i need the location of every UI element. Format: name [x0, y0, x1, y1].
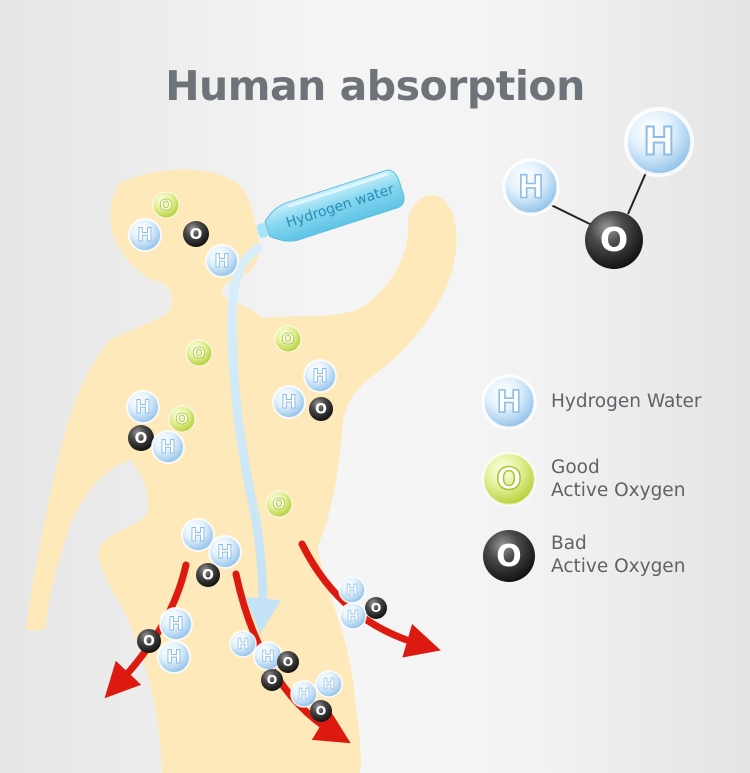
svg-text:H: H	[347, 607, 359, 625]
svg-text:H: H	[518, 169, 544, 205]
human-body-silhouette	[26, 169, 457, 773]
bad-oxygen-particle: O	[261, 669, 283, 691]
svg-text:H: H	[190, 525, 205, 546]
hydrogen-particle: H	[181, 518, 215, 552]
hydrogen-particle: H	[208, 535, 242, 569]
svg-text:H: H	[217, 542, 232, 563]
hydrogen-particle: H	[339, 602, 367, 630]
svg-text:H: H	[135, 397, 150, 418]
legend-good-oxygen-icon: O	[481, 451, 537, 507]
hydrogen-particle: H	[272, 385, 306, 419]
good-oxygen-particle: O	[265, 490, 293, 518]
svg-text:O: O	[282, 330, 295, 348]
bad-oxygen-particle: O	[183, 221, 209, 247]
svg-text:O: O	[143, 634, 155, 650]
svg-text:O: O	[371, 600, 382, 615]
hydrogen-particle: H	[253, 641, 283, 671]
good-oxygen-particle: O	[185, 339, 213, 367]
svg-text:O: O	[267, 672, 278, 687]
svg-text:O: O	[135, 429, 148, 447]
legend-label-good-oxygen: Good Active Oxygen	[551, 457, 686, 501]
svg-text:O: O	[316, 703, 327, 718]
svg-text:O: O	[315, 402, 327, 418]
legend-label-hydrogen-water: Hydrogen Water	[551, 391, 702, 412]
bad-oxygen-particle: O	[128, 425, 154, 451]
svg-text:H: H	[298, 685, 310, 703]
svg-text:H: H	[137, 225, 152, 246]
svg-text:H: H	[214, 251, 229, 272]
svg-text:O: O	[190, 225, 203, 243]
water-molecule-diagram: H H O	[502, 107, 694, 269]
svg-text:H: H	[237, 635, 249, 653]
svg-text:H: H	[643, 120, 675, 164]
hydrogen-particle: H	[315, 670, 343, 698]
svg-text:H: H	[261, 646, 274, 665]
hydrogen-particle: H	[290, 680, 318, 708]
svg-text:O: O	[283, 654, 294, 669]
bad-oxygen-particle: O	[310, 700, 332, 722]
svg-text:O: O	[273, 495, 286, 513]
hydrogen-particle: H	[338, 576, 366, 604]
hydrogen-particle: H	[159, 607, 193, 641]
bad-oxygen-particle: O	[137, 629, 161, 653]
svg-text:H: H	[166, 647, 181, 668]
svg-text:O: O	[202, 568, 214, 584]
svg-text:H: H	[346, 581, 358, 599]
svg-text:H: H	[312, 366, 327, 387]
hydrogen-water-bottle: Hydrogen water	[256, 169, 405, 242]
molecule-hydrogen-atom: H	[624, 107, 694, 177]
svg-text:H: H	[160, 437, 175, 458]
svg-text:O: O	[193, 344, 206, 362]
svg-text:O: O	[160, 196, 173, 214]
svg-text:O: O	[496, 462, 521, 497]
svg-text:H: H	[496, 385, 521, 420]
hydrogen-particle: H	[229, 630, 257, 658]
svg-text:H: H	[323, 675, 335, 693]
water-stream	[227, 243, 282, 635]
svg-text:O: O	[600, 220, 628, 259]
hydrogen-particle: H	[151, 430, 185, 464]
good-oxygen-particle: O	[152, 191, 180, 219]
bad-oxygen-particle: O	[277, 651, 299, 673]
svg-text:O: O	[496, 539, 521, 574]
legend-icons: H O O	[481, 374, 537, 582]
hydrogen-particle: H	[303, 359, 337, 393]
hydrogen-particle: H	[126, 390, 160, 424]
legend-hydrogen-icon: H	[481, 374, 537, 430]
svg-text:O: O	[176, 410, 189, 428]
molecule-bond	[544, 201, 599, 229]
svg-text:H: H	[281, 392, 296, 413]
hydrogen-particle: H	[128, 218, 162, 252]
good-oxygen-particle: O	[168, 405, 196, 433]
hydrogen-particle: H	[205, 244, 239, 278]
bad-oxygen-particle: O	[365, 597, 387, 619]
svg-text:H: H	[168, 614, 183, 635]
hydrogen-particle: H	[157, 640, 191, 674]
legend-bad-oxygen-icon: O	[483, 530, 535, 582]
molecule-bond	[627, 167, 649, 215]
bad-oxygen-particle: O	[309, 397, 333, 421]
legend-label-bad-oxygen: Bad Active Oxygen	[551, 533, 686, 577]
bad-oxygen-particle: O	[196, 563, 220, 587]
page-title: Human absorption	[165, 62, 585, 110]
molecule-oxygen-atom: O	[585, 211, 643, 269]
good-oxygen-particle: O	[274, 325, 302, 353]
molecule-hydrogen-atom: H	[502, 158, 560, 216]
